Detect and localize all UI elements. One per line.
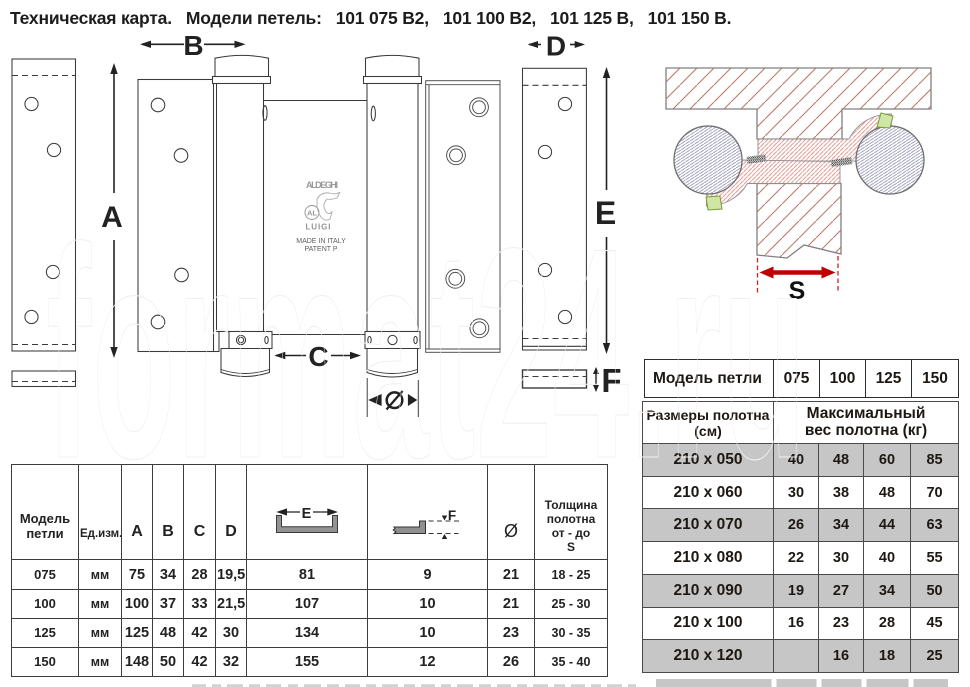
svg-text:AL: AL xyxy=(307,209,317,218)
svg-text:E: E xyxy=(595,195,616,231)
svg-text:F: F xyxy=(601,362,621,399)
svg-text:S: S xyxy=(789,277,806,305)
svg-text:PATENT P: PATENT P xyxy=(304,246,337,253)
svg-text:LUIGI: LUIGI xyxy=(306,223,331,232)
svg-text:D: D xyxy=(546,31,566,62)
svg-text:A: A xyxy=(101,201,123,234)
svg-text:MADE IN ITALY: MADE IN ITALY xyxy=(296,238,346,245)
svg-text:B: B xyxy=(183,30,203,61)
svg-text:C: C xyxy=(308,341,328,372)
svg-text:ALDEGHI: ALDEGHI xyxy=(306,180,338,190)
